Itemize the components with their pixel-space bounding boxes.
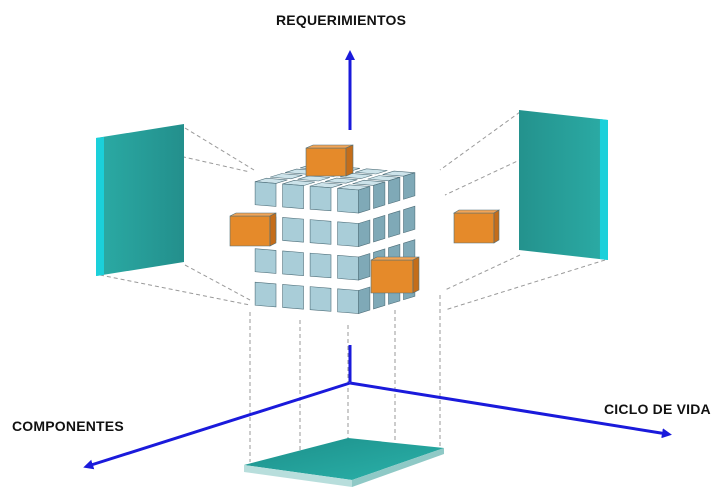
axis-componentes xyxy=(83,381,351,470)
cube-block xyxy=(367,175,401,205)
cube-block xyxy=(254,177,288,207)
cube-block xyxy=(337,219,371,247)
highlighted-blocks xyxy=(229,144,501,294)
label-componentes: COMPONENTES xyxy=(12,418,124,434)
cube-block xyxy=(325,177,358,184)
cube-block xyxy=(270,173,303,180)
cube-block xyxy=(309,219,332,245)
cube-block xyxy=(403,205,416,234)
cube-block xyxy=(282,217,304,243)
cube-block xyxy=(309,252,332,279)
cube-block xyxy=(382,170,416,200)
cube-block xyxy=(282,250,304,276)
cube-block xyxy=(254,248,277,274)
cube-block xyxy=(337,253,371,281)
left-panel xyxy=(96,124,184,276)
orange-block-left xyxy=(229,212,277,247)
axes xyxy=(83,50,672,470)
cube-block xyxy=(282,284,304,310)
axis-ciclo-de-vida xyxy=(349,381,672,439)
orange-block-top xyxy=(305,144,354,177)
cube-block xyxy=(337,184,371,214)
label-requerimientos: REQUERIMIENTOS xyxy=(276,12,407,28)
right-panel xyxy=(519,110,608,260)
label-ciclo-de-vida: CICLO DE VIDA xyxy=(604,401,711,417)
cube-block xyxy=(355,168,388,175)
orange-block-front xyxy=(370,256,420,294)
cube-block xyxy=(373,215,386,243)
cube-block xyxy=(337,286,371,314)
cube-block xyxy=(309,286,332,312)
cube-block xyxy=(388,210,401,238)
cube-block xyxy=(282,180,315,209)
floor-panel xyxy=(244,438,444,487)
cube-block xyxy=(309,182,343,212)
cube-block xyxy=(297,175,330,182)
orange-block-right xyxy=(452,209,501,244)
cube-block xyxy=(254,281,277,308)
cube-block xyxy=(352,179,386,209)
